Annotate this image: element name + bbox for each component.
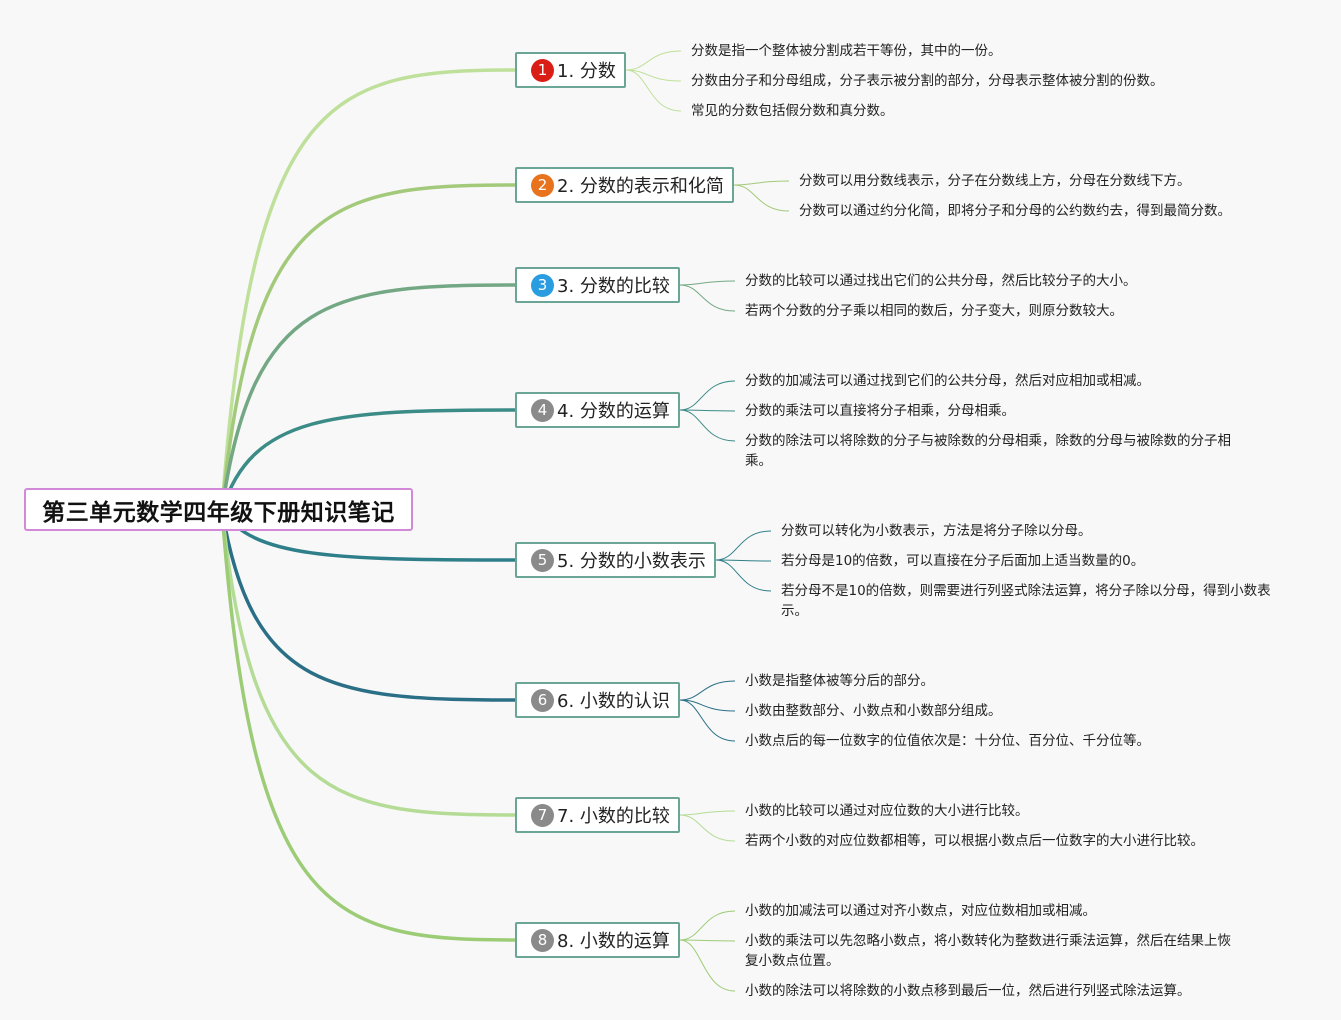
number-badge-icon: 6 <box>531 688 554 712</box>
note-connector <box>679 680 736 701</box>
note-connector <box>625 69 682 82</box>
topic-label: 8. 小数的运算 <box>557 931 670 952</box>
subtopic-note[interactable]: 若两个分数的分子乘以相同的数后，分子变大，则原分数较大。 <box>745 303 1123 319</box>
topic-label: 7. 小数的比较 <box>557 806 670 827</box>
branch-connector-7 <box>220 508 517 817</box>
note-connector <box>679 409 736 412</box>
root-topic-label: 第三单元数学四年级下册知识笔记 <box>42 499 395 526</box>
note-connector <box>625 50 682 71</box>
root-topic[interactable]: 第三单元数学四年级下册知识笔记 <box>24 488 413 531</box>
note-connector <box>715 559 772 562</box>
topic-label: 3. 分数的比较 <box>557 276 670 297</box>
note-connector <box>733 180 790 186</box>
branch-connector-3 <box>220 283 517 512</box>
subtopic-note[interactable]: 小数的加减法可以通过对齐小数点，对应位数相加或相减。 <box>745 903 1096 919</box>
subtopic-note[interactable]: 分数的乘法可以直接将分子相乘，分母相乘。 <box>745 403 1015 419</box>
note-connector <box>679 939 736 992</box>
note-connector <box>679 280 736 286</box>
topic-label: 2. 分数的表示和化简 <box>557 176 724 197</box>
subtopic-note[interactable]: 常见的分数包括假分数和真分数。 <box>691 103 894 119</box>
branch-connector-8 <box>220 508 517 942</box>
subtopic-note[interactable]: 分数的比较可以通过找出它们的公共分母，然后比较分子的大小。 <box>745 273 1137 289</box>
subtopic-note[interactable]: 分数的加减法可以通过找到它们的公共分母，然后对应相加或相减。 <box>745 373 1150 389</box>
note-connector <box>733 184 790 212</box>
note-connector <box>625 69 682 112</box>
number-badge-icon: 4 <box>531 398 554 422</box>
branch-connector-4 <box>220 408 517 512</box>
number-badge-icon: 5 <box>531 548 554 572</box>
subtopic-note[interactable]: 分数可以通过约分化简，即将分子和分母的公约数约去，得到最简分数。 <box>799 203 1231 219</box>
note-connector <box>679 939 736 942</box>
branch-connector-1 <box>220 68 517 512</box>
subtopic-note[interactable]: 若两个小数的对应位数都相等，可以根据小数点后一位数字的大小进行比较。 <box>745 833 1204 849</box>
topic-label: 6. 小数的认识 <box>557 691 670 712</box>
subtopic-note[interactable]: 若分母不是10的倍数，则需要进行列竖式除法运算，将分子除以分母，得到小数表示。 <box>781 583 1271 619</box>
subtopic-note[interactable]: 小数是指整体被等分后的部分。 <box>745 673 934 689</box>
subtopic-note[interactable]: 分数的除法可以将除数的分子与被除数的分母相乘，除数的分母与被除数的分子相乘。 <box>745 433 1231 469</box>
subtopic-note[interactable]: 分数可以转化为小数表示，方法是将分子除以分母。 <box>781 523 1092 539</box>
topic-label: 1. 分数 <box>557 61 616 82</box>
subtopic-note[interactable]: 分数可以用分数线表示，分子在分数线上方，分母在分数线下方。 <box>799 173 1191 189</box>
number-badge-icon: 7 <box>531 803 554 827</box>
subtopic-note[interactable]: 小数点后的每一位数字的位值依次是：十分位、百分位、千分位等。 <box>745 733 1150 749</box>
branch-connector-2 <box>220 183 517 512</box>
subtopic-note[interactable]: 分数是指一个整体被分割成若干等份，其中的一份。 <box>691 43 1002 59</box>
note-connector <box>715 530 772 561</box>
note-connector <box>715 559 772 592</box>
note-connector <box>679 380 736 411</box>
note-connector <box>679 699 736 742</box>
note-connector <box>679 699 736 712</box>
subtopic-note[interactable]: 分数由分子和分母组成，分子表示被分割的部分，分母表示整体被分割的份数。 <box>691 73 1164 89</box>
subtopic-note[interactable]: 小数由整数部分、小数点和小数部分组成。 <box>745 703 1002 719</box>
note-connector <box>679 409 736 442</box>
note-connector <box>679 814 736 842</box>
note-connector <box>679 284 736 312</box>
note-connector <box>679 810 736 816</box>
number-badge-icon: 8 <box>531 928 554 952</box>
subtopic-note[interactable]: 小数的比较可以通过对应位数的大小进行比较。 <box>745 803 1029 819</box>
subtopic-note[interactable]: 若分母是10的倍数，可以直接在分子后面加上适当数量的0。 <box>781 553 1145 569</box>
number-badge-icon: 3 <box>531 273 554 297</box>
note-connector <box>679 910 736 941</box>
topic-label: 5. 分数的小数表示 <box>557 551 706 572</box>
subtopic-note[interactable]: 小数的除法可以将除数的小数点移到最后一位，然后进行列竖式除法运算。 <box>745 983 1191 999</box>
subtopic-note[interactable]: 小数的乘法可以先忽略小数点，将小数转化为整数进行乘法运算，然后在结果上恢复小数点… <box>745 933 1231 969</box>
number-badge-icon: 1 <box>531 58 554 82</box>
number-badge-icon: 2 <box>531 173 554 197</box>
topic-label: 4. 分数的运算 <box>557 401 670 422</box>
branch-connector-6 <box>220 508 517 702</box>
